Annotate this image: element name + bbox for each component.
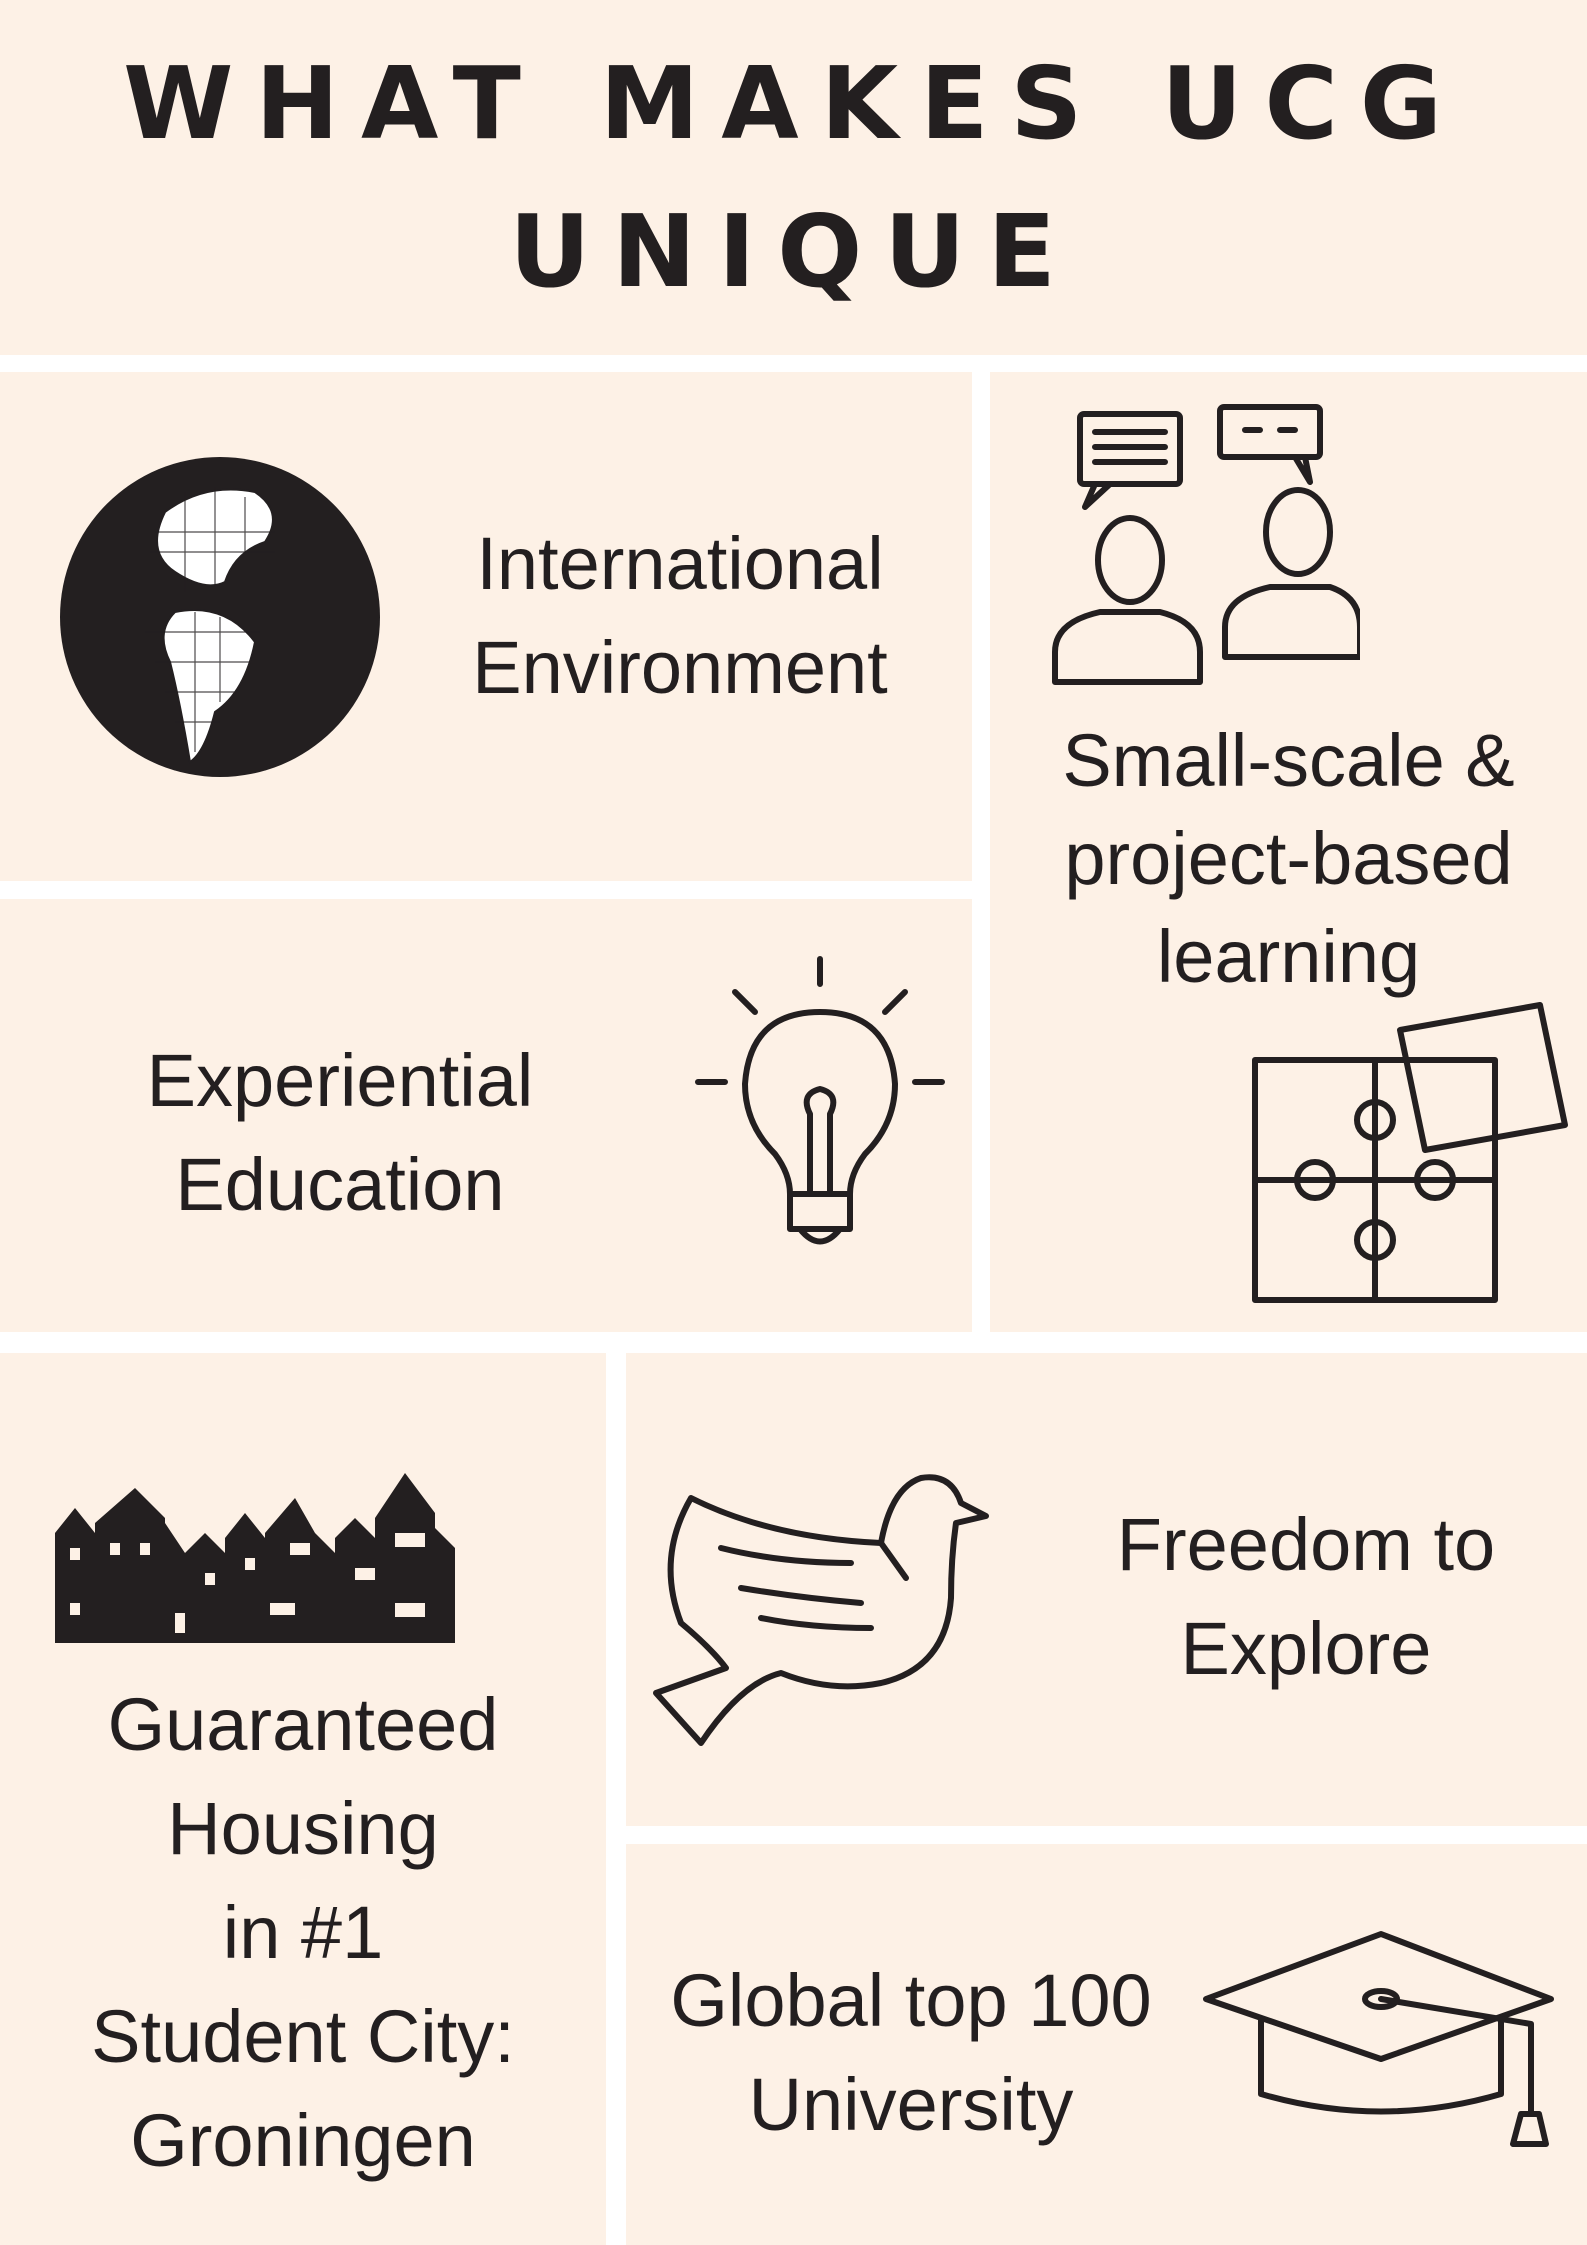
label-line: University bbox=[748, 2063, 1074, 2146]
panel-small-scale: Small-scale & project-based learning bbox=[990, 372, 1587, 1332]
label-line: Explore bbox=[1180, 1607, 1432, 1690]
label-small-scale: Small-scale & project-based learning bbox=[990, 712, 1587, 1006]
conversation-icon bbox=[1052, 404, 1360, 685]
label-line: Groningen bbox=[130, 2099, 476, 2182]
header-title: WHAT MAKES UCG UNIQUE bbox=[0, 0, 1587, 355]
puzzle-icon bbox=[1252, 1002, 1568, 1303]
panel-international: International Environment bbox=[0, 372, 972, 881]
globe-icon bbox=[60, 457, 380, 777]
label-line: project-based bbox=[1064, 817, 1513, 900]
label-line: Education bbox=[175, 1143, 505, 1226]
label-line: Small-scale & bbox=[1062, 719, 1515, 802]
panel-global-top: Global top 100 University bbox=[626, 1844, 1587, 2245]
graduation-cap-icon bbox=[1203, 1931, 1554, 2147]
label-line: learning bbox=[1156, 915, 1421, 998]
label-line: in #1 bbox=[222, 1891, 384, 1974]
panel-housing: Guaranteed Housing in #1 Student City: G… bbox=[0, 1353, 606, 2245]
label-housing: Guaranteed Housing in #1 Student City: G… bbox=[0, 1673, 606, 2193]
label-global-top: Global top 100 University bbox=[626, 1949, 1196, 2157]
label-international: International Environment bbox=[420, 512, 940, 720]
label-line: Environment bbox=[472, 626, 888, 709]
label-line: Global top 100 bbox=[670, 1959, 1152, 2042]
label-line: Housing bbox=[167, 1787, 439, 1870]
title-line-1: WHAT MAKES UCG bbox=[123, 44, 1464, 162]
label-line: Experiential bbox=[146, 1039, 534, 1122]
title-line-2: UNIQUE bbox=[509, 192, 1078, 310]
label-line: Student City: bbox=[91, 1995, 515, 2078]
dove-icon bbox=[653, 1474, 989, 1746]
panel-experiential: Experiential Education bbox=[0, 899, 972, 1332]
label-experiential: Experiential Education bbox=[80, 1029, 600, 1237]
label-line: Guaranteed bbox=[107, 1683, 499, 1766]
label-freedom: Freedom to Explore bbox=[1046, 1493, 1566, 1701]
lightbulb-icon bbox=[695, 956, 945, 1245]
label-line: Freedom to bbox=[1116, 1503, 1496, 1586]
city-skyline-icon bbox=[55, 1473, 455, 1643]
label-line: International bbox=[476, 522, 884, 605]
panel-freedom: Freedom to Explore bbox=[626, 1353, 1587, 1826]
